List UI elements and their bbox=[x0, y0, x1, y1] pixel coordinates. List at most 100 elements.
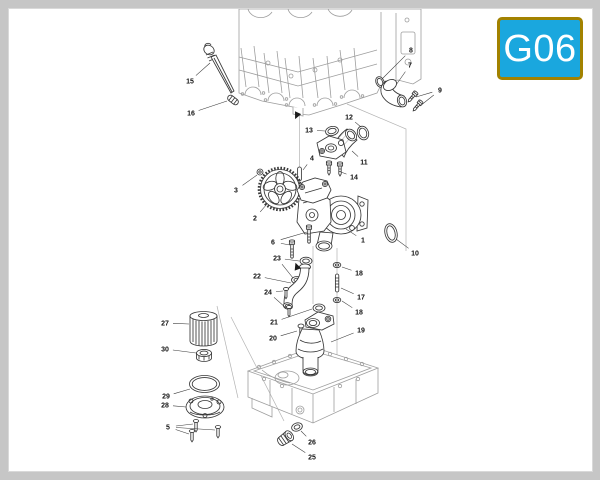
dipstick-seal-art bbox=[227, 94, 239, 106]
leader-line-23 bbox=[281, 264, 294, 279]
leader-line-30 bbox=[172, 349, 197, 354]
exploded-diagram: 1234567891011121314151617181819202122232… bbox=[161, 9, 442, 462]
pipe-bolts-art bbox=[283, 286, 292, 318]
engine-block-art bbox=[238, 9, 422, 117]
callout-16[interactable]: 16 bbox=[187, 111, 195, 118]
page-code-badge[interactable]: G06 bbox=[497, 17, 583, 80]
breather-screws-art bbox=[407, 90, 424, 112]
callout-7[interactable]: 7 bbox=[408, 63, 412, 70]
callout-8[interactable]: 8 bbox=[409, 48, 413, 55]
key-art bbox=[256, 168, 264, 176]
callout-13[interactable]: 13 bbox=[305, 128, 313, 135]
callout-27[interactable]: 27 bbox=[161, 321, 169, 328]
leader-line-6 bbox=[280, 231, 308, 240]
callout-11[interactable]: 11 bbox=[360, 160, 368, 167]
leader-line-5 bbox=[175, 429, 190, 435]
callout-4[interactable]: 4 bbox=[310, 156, 314, 163]
oil-filter-art bbox=[189, 311, 218, 347]
leader-line-3 bbox=[242, 174, 258, 186]
leader-line-25 bbox=[291, 443, 306, 453]
callout-29[interactable]: 29 bbox=[162, 394, 170, 401]
leader-line-9 bbox=[419, 94, 434, 107]
callout-24[interactable]: 24 bbox=[264, 290, 272, 297]
dipstick-art bbox=[203, 42, 235, 94]
filter-oring-art bbox=[189, 375, 220, 393]
leader-line-28 bbox=[172, 405, 187, 408]
callout-22[interactable]: 22 bbox=[253, 274, 261, 281]
callout-20[interactable]: 20 bbox=[269, 336, 277, 343]
leader-line-24 bbox=[275, 290, 284, 292]
callout-15[interactable]: 15 bbox=[186, 79, 194, 86]
drive-sprocket-art bbox=[257, 166, 303, 212]
callout-18[interactable]: 18 bbox=[355, 271, 363, 278]
callout-1[interactable]: 1 bbox=[361, 238, 365, 245]
callout-17[interactable]: 17 bbox=[357, 295, 365, 302]
leader-line-13 bbox=[316, 130, 326, 132]
page-code: G06 bbox=[503, 27, 577, 70]
dowel-pin-art bbox=[297, 166, 302, 182]
leader-line-20 bbox=[280, 330, 298, 337]
callout-layer: 1234567891011121314151617181819202122232… bbox=[161, 48, 442, 462]
leader-line-9 bbox=[415, 91, 433, 98]
leader-line-21 bbox=[281, 308, 313, 320]
leader-line-8 bbox=[381, 55, 406, 80]
breather-elbow-art bbox=[380, 79, 408, 108]
callout-3[interactable]: 3 bbox=[234, 188, 238, 195]
callout-2[interactable]: 2 bbox=[253, 216, 257, 223]
leader-line-17 bbox=[340, 287, 354, 294]
callout-12[interactable]: 12 bbox=[345, 115, 353, 122]
oil-pickup-art bbox=[295, 311, 335, 377]
cover-bolts-art bbox=[188, 419, 222, 443]
leader-line-5 bbox=[175, 427, 216, 431]
callout-30[interactable]: 30 bbox=[161, 347, 169, 354]
leader-line-29 bbox=[173, 388, 191, 395]
union-pipe-art bbox=[316, 128, 358, 160]
leader-line-18 bbox=[341, 266, 352, 271]
leader-line-24 bbox=[273, 297, 287, 309]
filter-fitting-art bbox=[196, 348, 212, 362]
callout-26[interactable]: 26 bbox=[308, 440, 316, 447]
callout-10[interactable]: 10 bbox=[411, 251, 419, 258]
stud-nuts-art bbox=[332, 261, 342, 304]
drain-washer-art bbox=[291, 422, 303, 432]
leader-line-26 bbox=[300, 430, 307, 437]
oil-pipe-art bbox=[283, 263, 311, 310]
leader-line-2 bbox=[259, 203, 268, 213]
direction-arrow bbox=[294, 262, 302, 271]
leader-line-1 bbox=[345, 228, 357, 236]
callout-9[interactable]: 9 bbox=[438, 88, 442, 95]
callout-21[interactable]: 21 bbox=[270, 320, 278, 327]
leader-line-12 bbox=[354, 121, 362, 128]
callout-14[interactable]: 14 bbox=[350, 175, 358, 182]
leader-line-5 bbox=[175, 423, 194, 427]
ring-21-art bbox=[312, 303, 326, 313]
leader-line-6 bbox=[280, 243, 291, 246]
callout-23[interactable]: 23 bbox=[273, 256, 281, 263]
leader-line-7 bbox=[395, 71, 406, 86]
oring-13-art bbox=[325, 125, 339, 137]
leader-line-18 bbox=[341, 300, 353, 308]
leader-line-14 bbox=[340, 171, 347, 175]
union-screws-art bbox=[325, 160, 344, 177]
callout-28[interactable]: 28 bbox=[161, 403, 169, 410]
leader-line-16 bbox=[198, 100, 228, 111]
leader-line-22 bbox=[264, 277, 292, 284]
leader-line-27 bbox=[172, 323, 190, 325]
leader-line-23 bbox=[284, 258, 300, 262]
callout-6[interactable]: 6 bbox=[271, 240, 275, 247]
oring-12-art bbox=[356, 125, 370, 141]
leader-line-10 bbox=[395, 238, 409, 249]
leader-line-4 bbox=[302, 164, 308, 171]
filter-cover-art bbox=[185, 395, 225, 419]
pump-bolts-art bbox=[288, 224, 313, 259]
leader-line-15 bbox=[195, 62, 211, 76]
leader-line-11 bbox=[351, 150, 359, 157]
oring-10-art bbox=[384, 223, 398, 243]
callout-5[interactable]: 5 bbox=[166, 425, 170, 432]
direction-arrow bbox=[295, 111, 302, 120]
callout-19[interactable]: 19 bbox=[357, 328, 365, 335]
callout-25[interactable]: 25 bbox=[308, 455, 316, 462]
oil-pump-art bbox=[296, 177, 369, 252]
callout-18[interactable]: 18 bbox=[355, 310, 363, 317]
